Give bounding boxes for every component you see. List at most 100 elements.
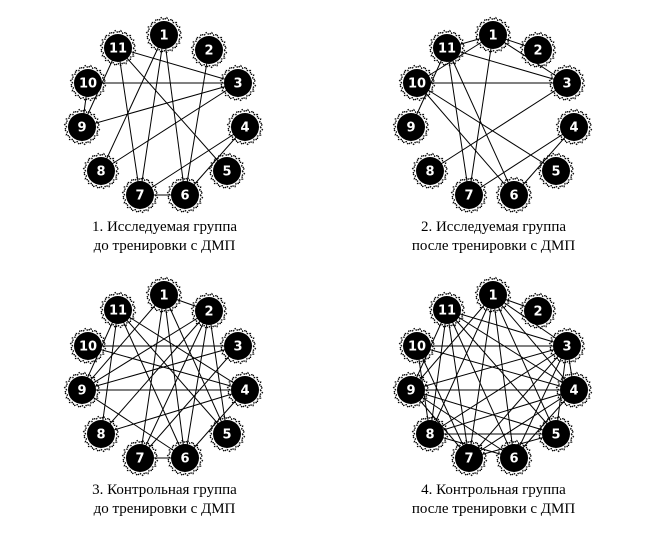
edge-1-5 bbox=[163, 294, 228, 435]
node-label: 6 bbox=[509, 189, 518, 204]
node-disc bbox=[479, 281, 507, 309]
node-11: 11 bbox=[99, 29, 137, 67]
caption-3-line-1: 3. Контрольная группа bbox=[92, 482, 237, 498]
node-disc bbox=[553, 69, 581, 97]
caption-2-line-1: 2. Исследуемая группа bbox=[420, 219, 567, 235]
node-label: 4 bbox=[240, 384, 249, 399]
node-disc bbox=[416, 420, 444, 448]
edge-8-3 bbox=[429, 82, 568, 172]
node-disc bbox=[500, 181, 528, 209]
node-label: 2 bbox=[533, 305, 542, 320]
node-disc bbox=[195, 36, 223, 64]
edge-7-4 bbox=[139, 126, 246, 196]
node-halo bbox=[99, 29, 137, 67]
edge-1-7 bbox=[468, 34, 494, 196]
edge-7-4 bbox=[468, 389, 575, 459]
node-disc bbox=[104, 34, 132, 62]
edge-1-5 bbox=[492, 294, 557, 435]
edge-11-5 bbox=[117, 309, 228, 435]
node-disc bbox=[403, 332, 431, 360]
node-label: 5 bbox=[222, 428, 231, 443]
node-halo bbox=[548, 64, 586, 102]
node-halo bbox=[190, 31, 228, 69]
node-halo bbox=[474, 16, 512, 54]
edge-8-4 bbox=[429, 389, 575, 435]
node-2: 2 bbox=[519, 292, 557, 330]
node-3: 3 bbox=[548, 64, 586, 102]
node-halo bbox=[145, 16, 183, 54]
node-halo bbox=[208, 152, 246, 190]
node-label: 4 bbox=[569, 121, 578, 136]
edge-11-6 bbox=[446, 309, 515, 459]
node-9: 9 bbox=[392, 108, 430, 146]
edge-2-9 bbox=[81, 310, 210, 391]
node-1: 1 bbox=[474, 276, 512, 314]
node-10: 10 bbox=[398, 64, 436, 102]
node-halo bbox=[537, 415, 575, 453]
node-disc bbox=[416, 157, 444, 185]
node-halo bbox=[495, 176, 533, 214]
node-disc bbox=[224, 332, 252, 360]
node-disc bbox=[231, 113, 259, 141]
node-4: 4 bbox=[555, 108, 593, 146]
node-disc bbox=[213, 420, 241, 448]
node-halo bbox=[99, 291, 137, 329]
edge-11-8 bbox=[429, 309, 448, 435]
node-disc bbox=[524, 297, 552, 325]
edge-9-3 bbox=[81, 345, 239, 391]
node-8: 8 bbox=[411, 415, 449, 453]
node-halo bbox=[450, 439, 488, 477]
node-label: 1 bbox=[488, 29, 497, 44]
node-2: 2 bbox=[190, 292, 228, 330]
node-disc bbox=[171, 444, 199, 472]
caption-1: 1. Исследуемая группа до тренировки с ДМ… bbox=[0, 218, 329, 256]
node-10: 10 bbox=[398, 327, 436, 365]
node-label: 3 bbox=[562, 340, 571, 355]
edge-2-6 bbox=[184, 310, 210, 459]
edge-8-3 bbox=[100, 82, 239, 172]
edge-11-8 bbox=[100, 309, 119, 435]
node-halo bbox=[398, 327, 436, 365]
node-disc bbox=[171, 181, 199, 209]
node-halo bbox=[219, 64, 257, 102]
node-halo bbox=[166, 176, 204, 214]
node-label: 10 bbox=[408, 340, 426, 355]
node-5: 5 bbox=[208, 415, 246, 453]
node-label: 10 bbox=[408, 77, 426, 92]
node-disc bbox=[195, 297, 223, 325]
node-disc bbox=[126, 181, 154, 209]
node-4: 4 bbox=[555, 371, 593, 409]
node-disc bbox=[74, 332, 102, 360]
node-halo bbox=[428, 291, 466, 329]
node-halo bbox=[392, 108, 430, 146]
edge-9-7 bbox=[410, 389, 470, 459]
caption-4-line-2: после тренировки с ДМП bbox=[411, 501, 576, 517]
node-8: 8 bbox=[82, 415, 120, 453]
node-disc bbox=[213, 157, 241, 185]
node-disc bbox=[150, 21, 178, 49]
node-label: 2 bbox=[533, 44, 542, 59]
node-disc bbox=[68, 113, 96, 141]
edge-11-3 bbox=[117, 47, 239, 84]
edge-1-6 bbox=[163, 34, 186, 196]
node-disc bbox=[524, 36, 552, 64]
node-halo bbox=[398, 64, 436, 102]
edge-8-3 bbox=[429, 345, 568, 435]
node-halo bbox=[428, 29, 466, 67]
node-disc bbox=[87, 157, 115, 185]
node-11: 11 bbox=[428, 291, 466, 329]
node-label: 4 bbox=[240, 121, 249, 136]
edge-7-3 bbox=[468, 345, 568, 459]
edge-1-6 bbox=[163, 294, 186, 459]
edge-6-4 bbox=[513, 389, 575, 459]
node-disc bbox=[542, 420, 570, 448]
node-disc bbox=[479, 21, 507, 49]
node-label: 11 bbox=[109, 42, 127, 57]
node-label: 10 bbox=[79, 340, 97, 355]
node-label: 8 bbox=[425, 165, 434, 180]
node-halo bbox=[474, 276, 512, 314]
node-halo bbox=[450, 176, 488, 214]
node-1: 1 bbox=[474, 16, 512, 54]
